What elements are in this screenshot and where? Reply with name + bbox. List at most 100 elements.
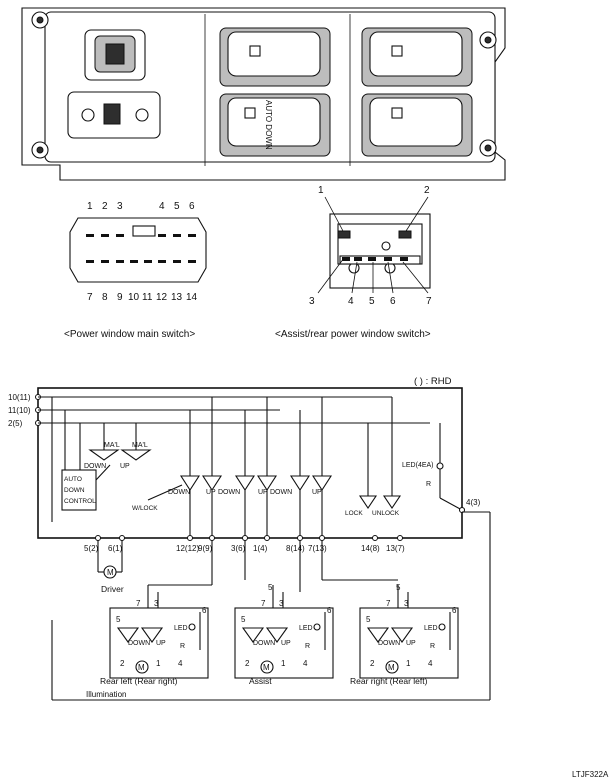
figure-code: LTJF322A: [572, 770, 609, 779]
main-pin-bottom-5: 11: [142, 292, 153, 303]
sub-up-3: UP: [406, 640, 416, 647]
assist-pin-6: 6: [390, 296, 396, 307]
left-terminal-1: 10(11): [8, 393, 31, 402]
bottom-terminal-9: 14(8): [361, 544, 380, 553]
manual-label-up: MA'L: [132, 442, 148, 449]
sub-r-1: R: [180, 643, 185, 650]
sub-pin-3-3: 3: [404, 599, 409, 608]
assist-switch-title: <Assist/rear power window switch>: [275, 329, 431, 340]
main-switch-title: <Power window main switch>: [64, 329, 195, 340]
sub-pin-2-2: 2: [245, 659, 250, 668]
bottom-terminal-2: 6(1): [108, 544, 123, 553]
sub-pin-4-2: 4: [303, 659, 308, 668]
rear-pin5-top: 5: [396, 583, 401, 592]
r-label-main: R: [426, 481, 431, 488]
rhd-note: ( ) : RHD: [414, 376, 452, 387]
sub-switch-name-2: Assist: [249, 676, 272, 686]
bottom-terminal-10: 13(7): [386, 544, 405, 553]
main-pin-bottom-1: 7: [87, 292, 93, 303]
sub-up-2: UP: [281, 640, 291, 647]
assist-pin-4: 4: [348, 296, 354, 307]
sub-r-2: R: [305, 643, 310, 650]
main-pin-bottom-3: 9: [117, 292, 123, 303]
left-terminals: 10(11) 11(10) 2(5): [8, 393, 41, 428]
bottom-terminals: 5(2)6(1)12(12)9(9)3(6)1(4)8(14)7(13)14(8…: [84, 535, 405, 553]
led-4ea-label: LED(4EA): [402, 462, 434, 469]
sub-up-1: UP: [156, 640, 166, 647]
manual-dir-up: UP: [120, 463, 130, 470]
bottom-terminal-1: 5(2): [84, 544, 99, 553]
sub-pin-1-3: 1: [406, 659, 411, 668]
driver-motor-symbol: M: [107, 568, 114, 577]
sub-led-2: LED: [299, 625, 313, 632]
assist-pin-2: 2: [424, 185, 430, 196]
driver-label: Driver: [101, 584, 124, 594]
switch-dir-6: UP: [312, 489, 322, 496]
unlock-label: UNLOCK: [372, 510, 400, 517]
sub-pin-1-1: 1: [156, 659, 161, 668]
sub-pin-4-1: 4: [178, 659, 183, 668]
main-pin-bottom-7: 13: [171, 292, 183, 303]
switch-dir-5: DOWN: [270, 489, 292, 496]
sub-pin-6-3: 6: [452, 606, 457, 615]
sub-pin-5-2: 5: [241, 615, 246, 624]
main-pin-bottom-4: 10: [128, 292, 140, 303]
assist-pin-5: 5: [369, 296, 375, 307]
auto-down-control: [61, 469, 97, 511]
switch-dir-3: DOWN: [218, 489, 240, 496]
wlock-label: W/LOCK: [132, 505, 158, 512]
bottom-terminal-7: 8(14): [286, 544, 305, 553]
illumination-label: Illumination: [86, 690, 126, 699]
left-terminal-3: 2(5): [8, 419, 23, 428]
manual-dir-down: DOWN: [84, 463, 106, 470]
main-pin-bottom-8: 14: [186, 292, 198, 303]
sub-pin-3-1: 3: [154, 599, 159, 608]
main-pin-top-1: 1: [87, 201, 93, 212]
sub-pin-7-3: 7: [386, 599, 391, 608]
main-pin-top-4: 4: [159, 201, 165, 212]
auto-down-label: AUTO DOWN: [264, 100, 273, 150]
bottom-terminal-8: 7(13): [308, 544, 327, 553]
left-terminal-2: 11(10): [8, 406, 31, 415]
switch-dir-1: DOWN: [168, 489, 190, 496]
main-pin-top-3: 3: [117, 201, 123, 212]
sub-down-2: DOWN: [253, 640, 275, 647]
sub-led-1: LED: [174, 625, 188, 632]
switch-dir-4: UP: [258, 489, 268, 496]
sub-pin-7-1: 7: [136, 599, 141, 608]
sub-pin-6-2: 6: [327, 606, 332, 615]
main-pin-top-6: 6: [189, 201, 195, 212]
sub-switch-name-3: Rear right (Rear left): [350, 676, 428, 686]
main-pin-bottom-6: 12: [156, 292, 168, 303]
right-terminal: 4(3): [466, 498, 481, 507]
sub-switch-name-1: Rear left (Rear right): [100, 676, 178, 686]
sub-pin-6-1: 6: [202, 606, 207, 615]
manual-label-down: MA'L: [104, 442, 120, 449]
sub-pin-5-1: 5: [116, 615, 121, 624]
bottom-terminal-6: 1(4): [253, 544, 268, 553]
sub-motor-3: M: [388, 663, 395, 672]
lock-label: LOCK: [345, 510, 363, 517]
bottom-terminal-4: 9(9): [198, 544, 213, 553]
assist-pin-1: 1: [318, 185, 324, 196]
sub-pin-1-2: 1: [281, 659, 286, 668]
auto-text-2: DOWN: [64, 487, 85, 494]
sub-down-3: DOWN: [378, 640, 400, 647]
sub-down-1: DOWN: [128, 640, 150, 647]
sub-motor-2: M: [263, 663, 270, 672]
sub-pin-3-2: 3: [279, 599, 284, 608]
sub-r-3: R: [430, 643, 435, 650]
main-pin-top-5: 5: [174, 201, 180, 212]
assist-pin5-top: 5: [268, 583, 273, 592]
sub-led-3: LED: [424, 625, 438, 632]
bottom-terminal-3: 12(12): [176, 544, 199, 553]
main-switch-box: [37, 387, 463, 539]
switch-dir-2: UP: [206, 489, 216, 496]
auto-text-1: AUTO: [64, 476, 82, 483]
